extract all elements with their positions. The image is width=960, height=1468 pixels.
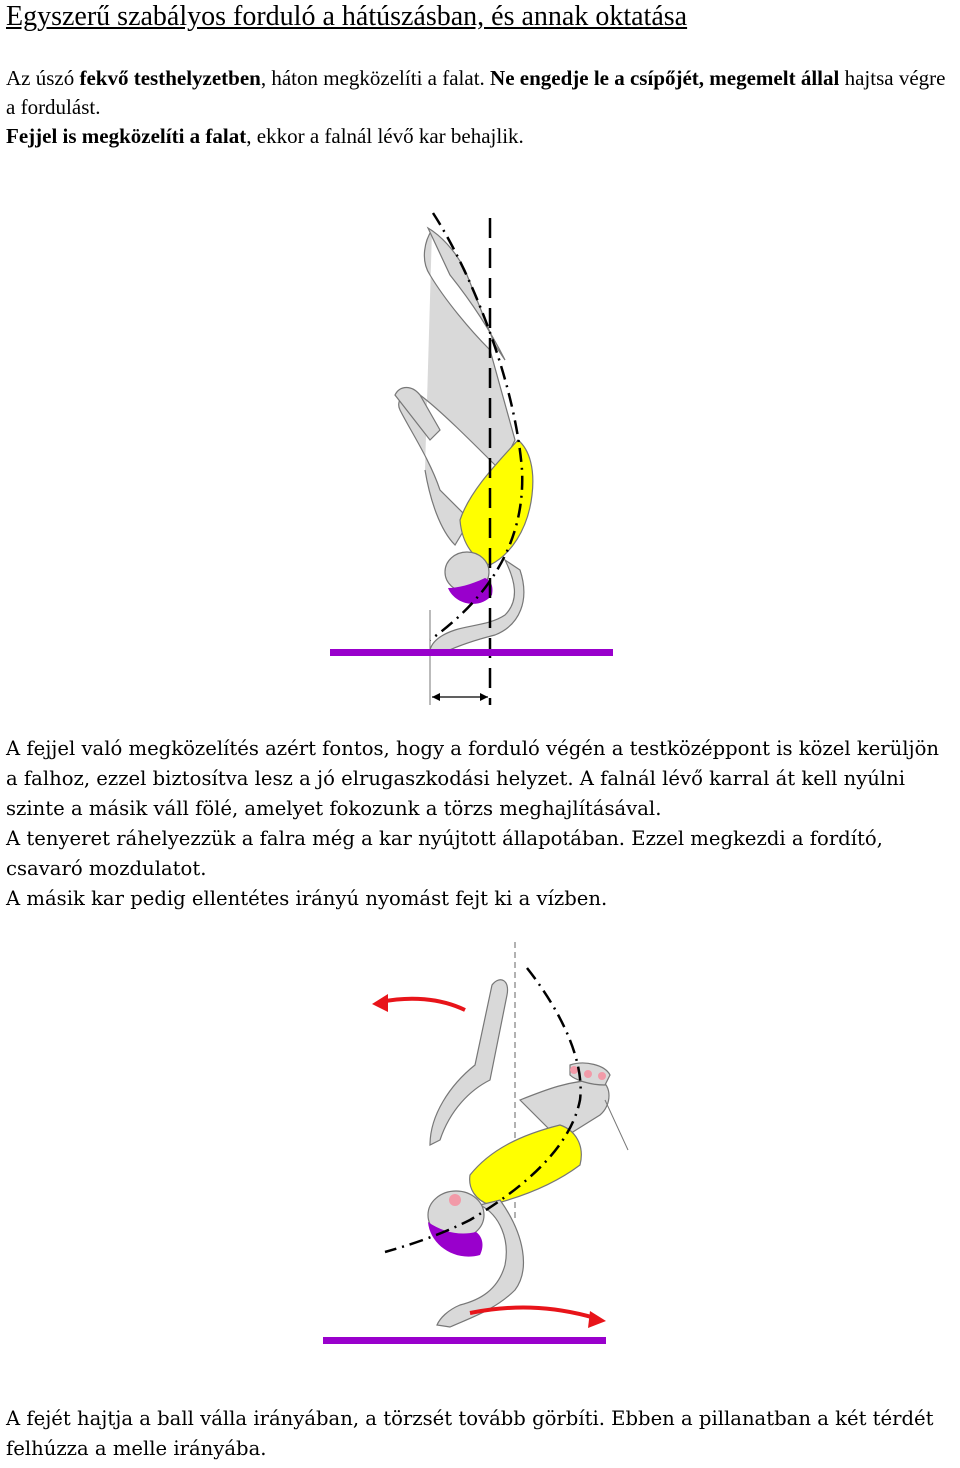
- wall-bar: [323, 1337, 606, 1344]
- guide-line: [604, 1099, 629, 1151]
- face-mark: [449, 1194, 461, 1206]
- arm-shape: [429, 558, 525, 653]
- wall-bar: [330, 649, 613, 656]
- body-axis-line: [429, 212, 524, 642]
- page-title: Egyszerű szabályos forduló a hátúszásban…: [6, 1, 688, 32]
- rotation-arrow-top: [379, 996, 466, 1012]
- arm-shape: [436, 1199, 525, 1328]
- distance-arrow-head-left: [432, 693, 440, 701]
- intro-paragraph-1: Az úszó fekvő testhelyzetben, háton megk…: [6, 66, 946, 119]
- swim-cap-shape: [448, 578, 493, 604]
- figure-rotation: [323, 942, 629, 1344]
- leg-shape: [429, 979, 509, 1146]
- toe-mark: [570, 1066, 578, 1074]
- body-axis-line: [384, 967, 582, 1254]
- middle-paragraph-2: A tenyeret ráhelyezzük a falra még a kar…: [6, 827, 883, 880]
- upper-leg-shape: [426, 226, 506, 361]
- intro-text: Az úszó fekvő testhelyzetben, háton megk…: [6, 64, 956, 151]
- distance-arrow-head-right: [480, 693, 488, 701]
- swim-cap-shape: [428, 1222, 483, 1257]
- middle-paragraph-3: A másik kar pedig ellentétes irányú nyom…: [6, 887, 608, 910]
- figure-approach: [330, 212, 613, 705]
- push-arrow-bottom-head: [588, 1311, 606, 1328]
- toe-mark: [598, 1072, 606, 1080]
- middle-text: A fejjel való megközelítés azért fontos,…: [6, 734, 956, 914]
- bottom-text: A fejét hajtja a ball válla irányában, a…: [6, 1407, 934, 1460]
- intro-paragraph-2: Fejjel is megközelíti a falat, ekkor a f…: [6, 124, 524, 148]
- toe-mark: [584, 1070, 592, 1078]
- push-arrow-bottom: [469, 1305, 596, 1320]
- swimsuit-shape: [469, 1124, 582, 1206]
- rotation-arrow-top-head: [372, 994, 388, 1012]
- middle-paragraph-1: A fejjel való megközelítés azért fontos,…: [6, 737, 940, 820]
- foot-shape: [394, 386, 441, 441]
